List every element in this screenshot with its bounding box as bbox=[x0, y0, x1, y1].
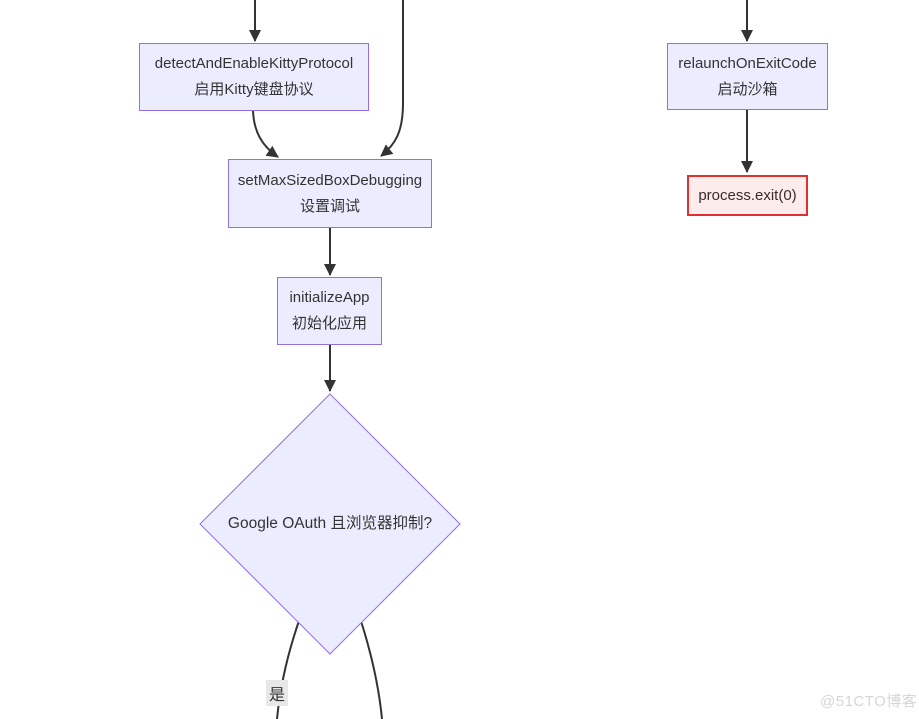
node-subtitle: 启用Kitty键盘协议 bbox=[194, 81, 314, 98]
node-label: process.exit(0) bbox=[698, 186, 797, 204]
node-title: relaunchOnExitCode bbox=[678, 54, 817, 72]
edge-decision-no bbox=[359, 617, 383, 719]
node-title: initializeApp bbox=[289, 289, 370, 306]
edge-into-setmax bbox=[380, 0, 404, 157]
node-subtitle: 初始化应用 bbox=[291, 315, 367, 332]
edge-detect-to-setmax bbox=[252, 110, 279, 158]
edge-decision-yes bbox=[276, 617, 301, 719]
node-relaunch-on-exit-code: relaunchOnExitCode 启动沙箱 bbox=[667, 43, 828, 110]
decision-diamond-shape bbox=[199, 393, 461, 655]
node-set-max-sized-box-debugging: setMaxSizedBoxDebugging 设置调试 bbox=[228, 159, 432, 228]
decision-question-label: Google OAuth 且浏览器抑制? bbox=[227, 515, 433, 532]
node-detect-and-enable-kitty-protocol: detectAndEnableKittyProtocol 启用Kitty键盘协议 bbox=[139, 43, 369, 111]
node-title: setMaxSizedBoxDebugging bbox=[237, 171, 423, 189]
edge-label-yes: 是 bbox=[265, 680, 289, 706]
watermark-text: @51CTO博客 bbox=[820, 693, 918, 710]
node-process-exit: process.exit(0) bbox=[687, 175, 808, 216]
node-initialize-app: initializeApp 初始化应用 bbox=[277, 277, 382, 345]
node-title: detectAndEnableKittyProtocol bbox=[154, 55, 354, 72]
node-subtitle: 启动沙箱 bbox=[717, 80, 778, 98]
node-subtitle: 设置调试 bbox=[299, 197, 360, 215]
